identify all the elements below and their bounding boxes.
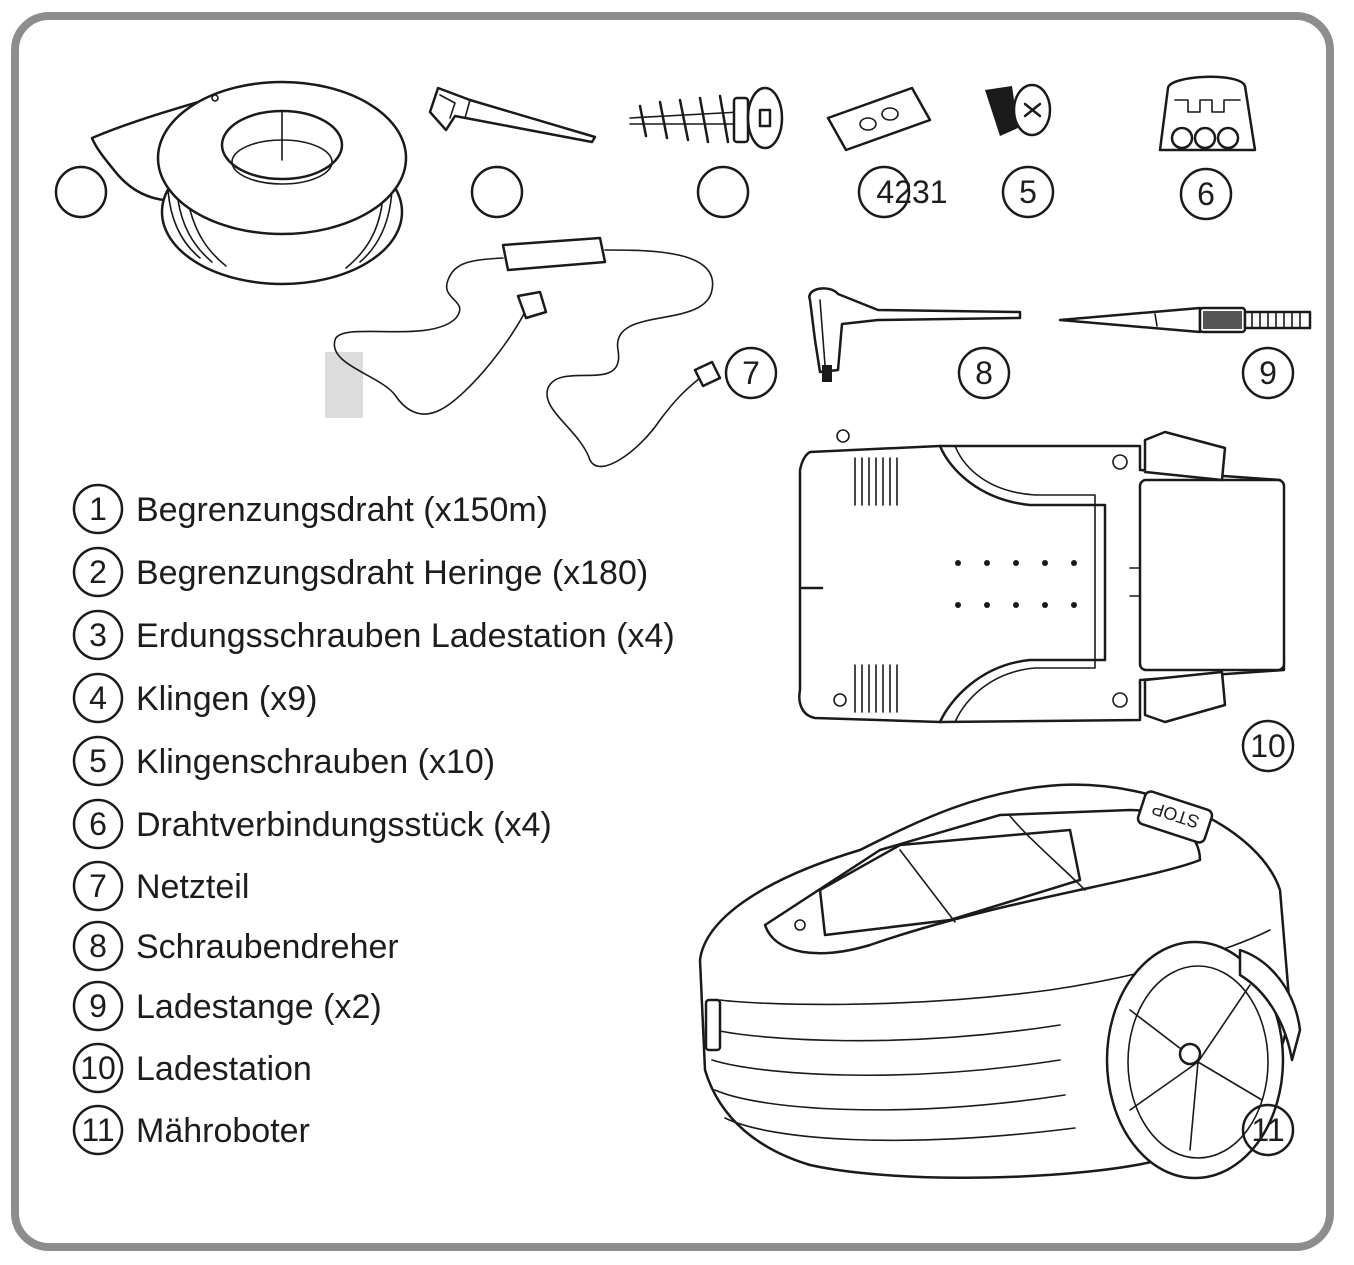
callout-5: 5 <box>1001 165 1055 219</box>
legend-item: 2 Begrenzungsdraht Heringe (x180) <box>72 546 648 598</box>
callout-4: 4231 <box>857 165 948 219</box>
svg-text:Klingenschrauben (x10): Klingenschrauben (x10) <box>136 743 495 781</box>
placeholder-box <box>325 352 363 418</box>
robot-mower-illustration: STOP <box>698 783 1302 1180</box>
svg-text:Netzteil: Netzteil <box>136 868 249 906</box>
svg-text:4231: 4231 <box>876 174 947 210</box>
svg-text:Erdungsschrauben Ladestation (: Erdungsschrauben Ladestation (x4) <box>136 617 675 655</box>
blade-illustration <box>826 86 932 152</box>
svg-text:Mähroboter: Mähroboter <box>136 1112 310 1150</box>
charging-rod-illustration <box>1058 306 1312 334</box>
svg-text:6: 6 <box>1197 176 1215 212</box>
svg-text:3: 3 <box>89 617 107 653</box>
legend-item: 7 Netzteil <box>72 860 249 912</box>
svg-text:Begrenzungsdraht (x150m): Begrenzungsdraht (x150m) <box>136 491 548 529</box>
svg-text:8: 8 <box>89 928 107 964</box>
callout-1 <box>54 165 108 219</box>
blade-screw-illustration <box>985 83 1052 137</box>
svg-text:2: 2 <box>89 554 107 590</box>
svg-text:10: 10 <box>80 1050 116 1086</box>
svg-text:8: 8 <box>975 355 993 391</box>
legend-item: 5 Klingenschrauben (x10) <box>72 735 495 787</box>
svg-text:6: 6 <box>89 806 107 842</box>
svg-text:Ladestange (x2): Ladestange (x2) <box>136 988 382 1026</box>
legend-item: 3 Erdungsschrauben Ladestation (x4) <box>72 609 675 661</box>
svg-text:Drahtverbindungsstück (x4): Drahtverbindungsstück (x4) <box>136 806 552 844</box>
svg-text:7: 7 <box>742 355 760 391</box>
svg-text:Begrenzungsdraht Heringe (x180: Begrenzungsdraht Heringe (x180) <box>136 554 648 592</box>
svg-text:9: 9 <box>89 988 107 1024</box>
svg-text:7: 7 <box>89 868 107 904</box>
legend-item: 1 Begrenzungsdraht (x150m) <box>72 483 548 535</box>
legend-item: 4 Klingen (x9) <box>72 672 317 724</box>
charging-station-illustration <box>798 429 1286 724</box>
callout-8: 8 <box>957 346 1011 400</box>
legend-item: 9 Ladestange (x2) <box>72 980 382 1032</box>
callout-6: 6 <box>1179 167 1233 221</box>
legend-item: 11 Mähroboter <box>72 1104 310 1156</box>
callout-2 <box>470 165 524 219</box>
legend-item: 6 Drahtverbindungsstück (x4) <box>72 798 552 850</box>
svg-text:9: 9 <box>1259 355 1277 391</box>
ground-screw-illustration <box>629 86 784 150</box>
svg-text:Schraubendreher: Schraubendreher <box>136 928 399 966</box>
peg-illustration <box>428 86 597 144</box>
callout-10: 10 <box>1241 719 1295 773</box>
callouts: 4231 5 6 7 8 9 10 11 <box>54 165 1295 1157</box>
svg-text:1: 1 <box>89 491 107 527</box>
legend-item: 10 Ladestation <box>72 1042 312 1094</box>
parts-legend: 1 Begrenzungsdraht (x150m) 2 Begrenzungs… <box>72 483 675 1156</box>
svg-text:11: 11 <box>81 1112 114 1148</box>
svg-text:Klingen (x9): Klingen (x9) <box>136 680 317 718</box>
screwdriver-illustration <box>808 287 1022 382</box>
svg-text:5: 5 <box>1019 174 1037 210</box>
svg-text:4: 4 <box>89 680 107 716</box>
svg-text:10: 10 <box>1250 728 1286 764</box>
callout-9: 9 <box>1241 346 1295 400</box>
legend-item: 8 Schraubendreher <box>72 920 399 972</box>
svg-text:11: 11 <box>1251 1112 1284 1148</box>
callout-7: 7 <box>724 346 778 400</box>
power-adapter-illustration <box>325 236 722 468</box>
wire-connector-illustration <box>1158 75 1257 152</box>
svg-text:5: 5 <box>89 743 107 779</box>
callout-3 <box>696 165 750 219</box>
callout-11: 11 <box>1241 1103 1295 1157</box>
svg-text:Ladestation: Ladestation <box>136 1050 312 1088</box>
wire-spool-illustration <box>90 80 408 286</box>
